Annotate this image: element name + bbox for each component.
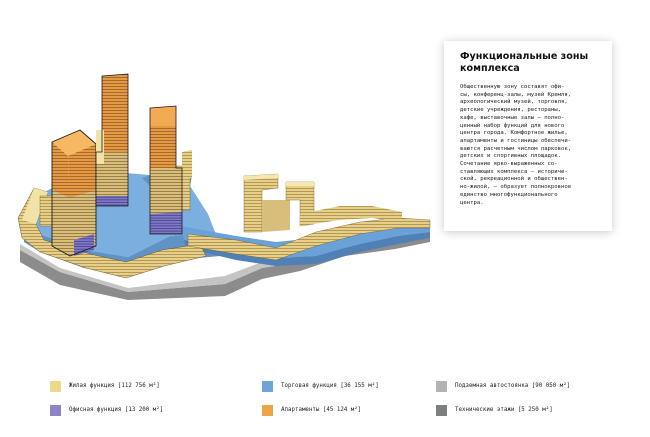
legend-item-residential: Жилая функция [112 756 м²] [50, 380, 160, 392]
residential-blocks-right [187, 173, 431, 261]
legend-label-residential: Жилая функция [112 756 м²] [69, 383, 160, 389]
legend-swatch-office [50, 404, 61, 416]
legend-swatch-apartments [262, 404, 273, 416]
tower-b [95, 73, 129, 207]
legend-item-technical: Технические этажи [5 250 м²] [436, 404, 553, 416]
legend-item-parking: Подземная автостоянка [90 050 м²] [436, 380, 570, 392]
legend-swatch-technical [436, 404, 447, 416]
legend-swatch-retail [262, 380, 273, 392]
legend-item-apartments: Апартаменты [45 124 м²] [262, 404, 361, 416]
legend-label-parking: Подземная автостоянка [90 050 м²] [455, 383, 571, 389]
legend-label-apartments: Апартаменты [45 124 м²] [281, 407, 362, 413]
info-title: Функциональные зоны комплекса [460, 51, 589, 74]
legend-label-retail: Торговая функция [36 155 м²] [281, 383, 379, 389]
legend-label-technical: Технические этажи [5 250 м²] [455, 407, 553, 413]
legend-swatch-parking [436, 380, 447, 392]
legend-label-office: Офисная функция [13 200 м²] [69, 407, 164, 413]
info-body: Общественную зону составят офи- сы, конф… [460, 84, 572, 206]
tower-a [51, 129, 97, 257]
legend-item-office: Офисная функция [13 200 м²] [50, 404, 163, 416]
legend-swatch-residential [50, 380, 61, 392]
info-card: Функциональные зоны комплекса Общественн… [444, 41, 612, 231]
tower-c [149, 105, 183, 235]
legend-item-retail: Торговая функция [36 155 м²] [262, 380, 379, 392]
